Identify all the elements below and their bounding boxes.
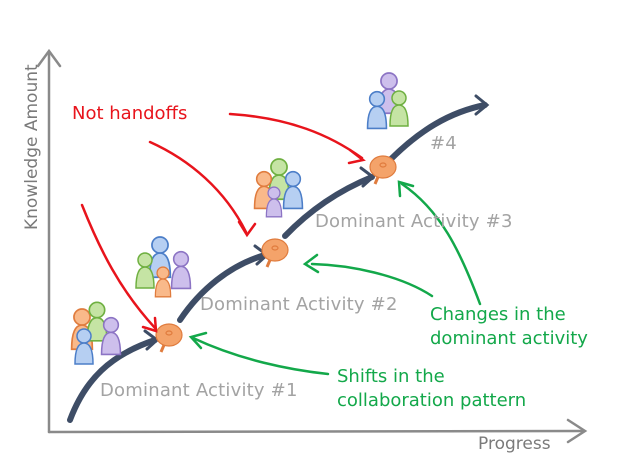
x-axis	[47, 418, 588, 444]
stage-label-2: Dominant Activity #2	[200, 294, 398, 315]
people-group-2	[135, 236, 192, 298]
shifts-annotation-line1: Shifts in the	[337, 366, 445, 387]
pin-1	[155, 323, 183, 353]
y-axis-label: Knowledge Amount	[22, 64, 42, 230]
stage-label-4: #4	[430, 133, 457, 154]
stage-label-1: Dominant Activity #1	[100, 380, 298, 401]
people-group-1	[70, 301, 122, 365]
y-axis	[36, 48, 62, 434]
not-handoffs-annotation: Not handoffs	[72, 103, 188, 124]
stage-label-3: Dominant Activity #3	[315, 211, 513, 232]
red-arrows	[80, 112, 366, 333]
x-axis-label: Progress	[478, 434, 551, 454]
transition-pins	[155, 155, 397, 353]
changes-annotation-line2: dominant activity	[430, 328, 588, 349]
pin-2	[261, 238, 289, 268]
shifts-annotation-line2: collaboration pattern	[337, 390, 527, 411]
people-group-3	[253, 158, 304, 218]
people-group-4	[366, 72, 409, 130]
progress-curve	[67, 102, 488, 423]
pin-3	[369, 155, 397, 185]
green-arrows	[188, 180, 482, 376]
changes-annotation-line1: Changes in the	[430, 304, 566, 325]
